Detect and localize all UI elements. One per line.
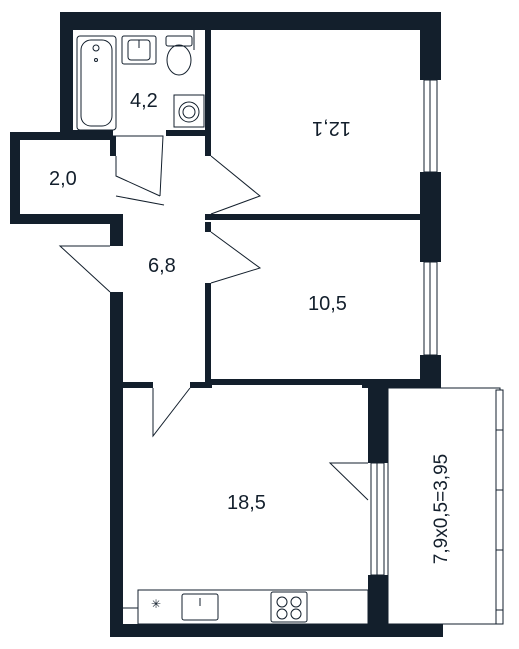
door-living [152,387,191,438]
wall-bed1-bed2 [205,214,420,220]
wall-top [60,12,441,30]
door-storage [115,156,161,197]
room-area-bedroom-top: 12,1 [312,117,351,139]
door-bedroom-top [210,155,261,215]
bathroom-fixtures [76,30,205,131]
wall-bath-bottom-left [73,130,113,136]
balcony-glazing [495,389,504,625]
wall-right-1 [420,12,441,80]
wall-living-top-left [123,382,153,388]
washing-machine [173,94,205,128]
wall-hall-jamb [205,136,211,156]
doors [58,135,369,501]
wall-left-lower [110,292,123,637]
room-area-living-kitchen: 18,5 [227,492,266,514]
room-area-storage: 2,0 [49,168,77,190]
wall-bed2-left-top [205,222,211,232]
wall-bath-bottom-right [166,130,211,136]
room-area-bedroom-middle: 10,5 [308,293,347,315]
door-entrance [58,245,111,293]
wall-right-2 [420,172,441,262]
wall-bed2-left-bottom [205,283,211,385]
hood-icon: ✳ [151,597,162,611]
bathtub [76,35,117,131]
room-area-bathroom: 4,2 [130,90,158,112]
door-bedroom-middle [210,231,262,284]
wall-left-upper [60,12,73,137]
washbasin [121,35,157,65]
kitchen-sink [181,593,219,621]
wall-bath-bed1 [205,30,211,156]
room-area-hall: 6,8 [148,255,176,277]
windows [370,79,438,576]
wall-storage-left [10,132,20,224]
kitchen-fixtures [123,589,369,625]
wall-bed2-bottom [205,379,420,385]
wall-balcony-left-lower [368,575,388,637]
balcony [387,387,504,625]
walls [10,12,443,637]
toilet [165,35,193,47]
wall-storage-door-jamb [110,136,116,156]
wall-bottom [110,624,443,637]
cooktop [270,591,308,623]
wall-living-top-mid [190,382,212,388]
room-area-balcony: 7,9x0,5=3,95 [431,453,453,565]
wall-hall-stub-upper [110,214,123,246]
kitchen-counter [137,589,369,625]
door-balcony [328,462,369,501]
wall-storage-top [10,132,113,140]
wall-balcony-left-upper [368,383,388,463]
wall-right-3 [420,355,441,385]
wall-storage-bottom [10,214,123,224]
